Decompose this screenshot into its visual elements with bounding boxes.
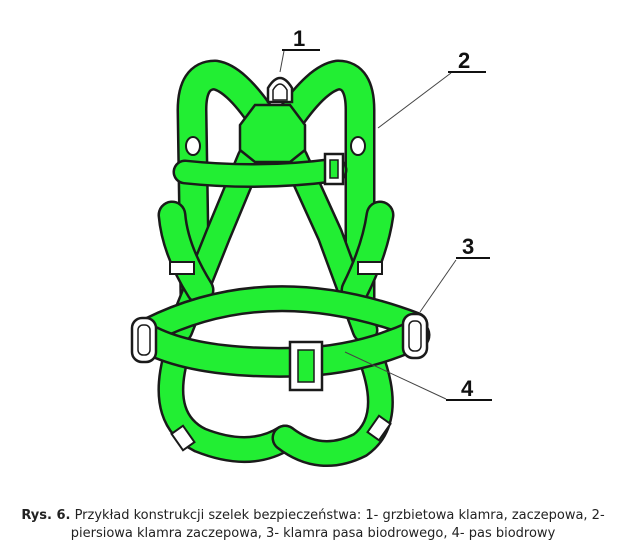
- side-d-ring-left: [130, 316, 158, 364]
- label-1: 1: [293, 26, 305, 51]
- label-4: 4: [461, 376, 474, 401]
- right-chest-wing: [340, 200, 395, 305]
- caption-prefix: Rys. 6.: [21, 508, 71, 523]
- waist-belt-back: [136, 285, 429, 344]
- left-shoulder-strap: [176, 59, 278, 316]
- left-leg-loop: [157, 346, 299, 463]
- dorsal-d-ring: [266, 76, 294, 104]
- chest-buckle: [323, 152, 345, 186]
- side-d-ring-right: [401, 312, 429, 360]
- back-pad: [238, 103, 307, 164]
- label-3: 3: [462, 234, 474, 259]
- safety-harness-diagram: 1 2 3 4: [130, 26, 492, 467]
- caption-text: Przykład konstrukcji szelek bezpieczeńst…: [70, 508, 605, 541]
- shoulder-rings: [185, 136, 366, 156]
- waist-belt-front: [134, 319, 431, 378]
- figure-caption: Rys. 6. Przykład konstrukcji szelek bezp…: [20, 507, 606, 543]
- left-chest-wing: [157, 200, 215, 305]
- adjuster-buckles: [169, 261, 392, 452]
- label-2: 2: [458, 48, 470, 73]
- chest-strap: [172, 157, 348, 189]
- harness-straps: [134, 59, 431, 467]
- right-shoulder-strap: [274, 59, 376, 316]
- waist-buckle: [288, 340, 324, 392]
- leader-lines: [279, 49, 492, 401]
- right-leg-loop: [271, 341, 394, 467]
